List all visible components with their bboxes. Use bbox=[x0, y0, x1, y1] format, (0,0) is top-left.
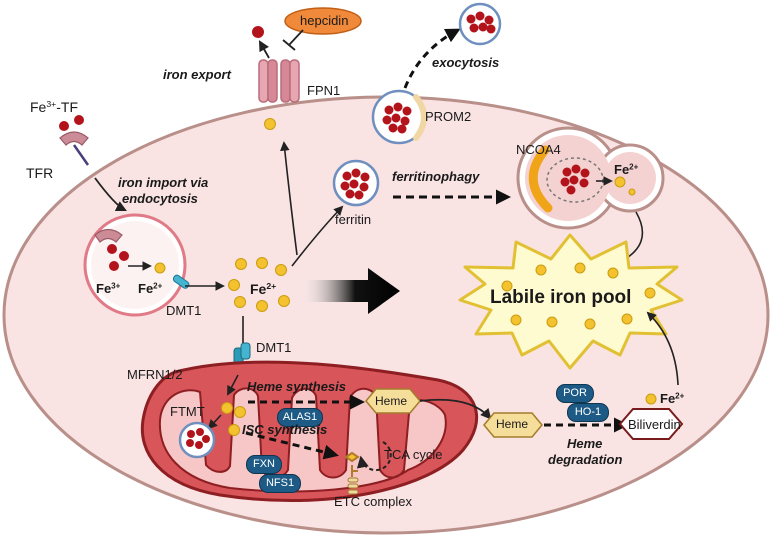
mito-to-ftmt-arrow bbox=[207, 414, 222, 430]
labile-pool-iron bbox=[501, 262, 656, 330]
iron-import-label-line2: endocytosis bbox=[122, 191, 198, 206]
endosome-fe2-label: Fe2+ bbox=[138, 282, 162, 295]
labile-iron-pool bbox=[458, 233, 684, 370]
prom2-protein bbox=[413, 94, 427, 141]
heme-synthesis-label: Heme synthesis bbox=[247, 379, 346, 394]
cytosol-to-ferritin-arrow bbox=[291, 205, 344, 267]
ncoa4-label: NCOA4 bbox=[516, 142, 561, 157]
mfrn-label: MFRN1/2 bbox=[127, 367, 183, 382]
fe3-tf-sup: 3+ bbox=[46, 99, 57, 110]
endosome-iron bbox=[107, 244, 129, 271]
cytosolic-fe2-cluster bbox=[228, 257, 290, 312]
fe2-released bbox=[614, 176, 626, 188]
biliverdin-fe2-label: Fe2+ bbox=[660, 392, 684, 405]
prom2-label: PROM2 bbox=[425, 109, 472, 124]
ncoa4-protein bbox=[528, 145, 553, 213]
cytosol-fe2-sup: 2+ bbox=[266, 281, 277, 292]
to-labile-pool-arrow bbox=[300, 268, 400, 314]
fe2-near-fpn1 bbox=[264, 118, 276, 130]
ferritin-in-autolysosome bbox=[546, 157, 604, 203]
ftmt-label: FTMT bbox=[170, 404, 205, 419]
endosome-fe2-base: Fe bbox=[138, 281, 154, 296]
iron-import-label-line1: iron import via bbox=[118, 175, 209, 190]
isc-synthesis-arrow bbox=[245, 431, 339, 460]
biliverdin-fe2 bbox=[645, 393, 657, 405]
hepcidin-inhibition bbox=[282, 29, 304, 51]
export-arrow bbox=[258, 40, 270, 59]
autolysosome-iron-cluster bbox=[560, 164, 590, 195]
endocytosis-arrow bbox=[94, 177, 127, 211]
ferritin-iron-cluster bbox=[340, 168, 370, 200]
endosome-fe3-base: Fe bbox=[96, 281, 112, 296]
biliverdin-fe2-sup: 2+ bbox=[675, 391, 685, 401]
heme-cyto-hexagon bbox=[483, 412, 543, 438]
exported-iron bbox=[252, 26, 264, 38]
fpn1-label: FPN1 bbox=[307, 83, 341, 98]
dmt1-endosome-label: DMT1 bbox=[166, 303, 202, 318]
heme-mito-label: Heme bbox=[375, 394, 408, 408]
autolysosome-fe2-sup: 2+ bbox=[629, 162, 639, 172]
fe2-released-small bbox=[628, 188, 636, 196]
prom2-iron-cluster bbox=[382, 102, 412, 134]
nfs1-badge: NFS1 bbox=[259, 474, 301, 493]
ho1-badge: HO-1 bbox=[567, 403, 609, 422]
fe3-tf-base: Fe bbox=[30, 99, 47, 115]
exocytosis-label: exocytosis bbox=[432, 55, 500, 70]
cytosol-fe2-label: Fe2+ bbox=[250, 282, 276, 296]
etc-complex-label: ETC complex bbox=[334, 494, 413, 509]
tfr-label: TFR bbox=[26, 165, 54, 181]
cytosol-to-fpn1-arrow bbox=[280, 141, 298, 256]
autolysosome-fe2-label: Fe2+ bbox=[614, 163, 638, 176]
mito-import-arrow bbox=[227, 374, 239, 396]
endosome-fe2-sup: 2+ bbox=[153, 281, 163, 291]
fe3-tf-label: Fe3+-TF bbox=[30, 100, 78, 114]
biliverdin-label: Biliverdin bbox=[628, 417, 681, 432]
transferrin-iron bbox=[59, 115, 84, 131]
endosome-fe3-sup: 3+ bbox=[111, 281, 121, 291]
heme-export-arrow bbox=[419, 398, 492, 420]
etc-complex-icon bbox=[347, 477, 359, 495]
labile-iron-pool-label: Labile iron pool bbox=[490, 287, 632, 308]
heme-degradation-line1: Heme bbox=[567, 436, 603, 451]
alas1-badge: ALAS1 bbox=[277, 408, 323, 427]
endosome-fe3-label: Fe3+ bbox=[96, 282, 120, 295]
iron-export-label: iron export bbox=[163, 67, 231, 82]
tca-cycle-label: TCA cycle bbox=[384, 447, 443, 462]
exocytosis-arrow bbox=[403, 28, 461, 89]
ferritin-label: ferritin bbox=[335, 212, 372, 227]
transferrin-receptor bbox=[59, 131, 90, 166]
fe3-tf-suffix: -TF bbox=[56, 99, 78, 115]
biliverdin-hexagon bbox=[618, 408, 684, 440]
fpn1-channel bbox=[258, 59, 300, 103]
mito-fe2 bbox=[221, 402, 246, 436]
ferritinophagy-label: ferritinophagy bbox=[392, 169, 480, 184]
biliverdin-to-pool-arrow bbox=[646, 311, 679, 386]
tca-cycle bbox=[356, 441, 392, 472]
fxn-badge: FXN bbox=[246, 455, 282, 474]
biliverdin-fe2-base: Fe bbox=[660, 391, 676, 406]
ftmt-iron-cluster bbox=[186, 428, 210, 449]
endosome-fe2 bbox=[154, 262, 166, 274]
heme-cyto-label: Heme bbox=[496, 417, 529, 431]
dmt1-mito-label: DMT1 bbox=[256, 340, 292, 355]
isc-synthesis-label: ISC synthesis bbox=[242, 422, 328, 437]
autolysosome-fe2-base: Fe bbox=[614, 162, 630, 177]
endosome-lumen bbox=[91, 221, 179, 309]
isc-cluster-icon bbox=[344, 451, 360, 477]
dmt1-mito-channel bbox=[233, 342, 251, 365]
endosome-receptor bbox=[94, 228, 123, 243]
heme-degradation-line2: degradation bbox=[548, 452, 623, 467]
exocytosed-iron-cluster bbox=[466, 11, 496, 34]
cytosol-fe2-base: Fe bbox=[250, 281, 267, 297]
por-badge: POR bbox=[556, 384, 594, 403]
hepcidin-label: hepcidin bbox=[300, 13, 349, 28]
hepcidin-oval bbox=[284, 7, 362, 35]
